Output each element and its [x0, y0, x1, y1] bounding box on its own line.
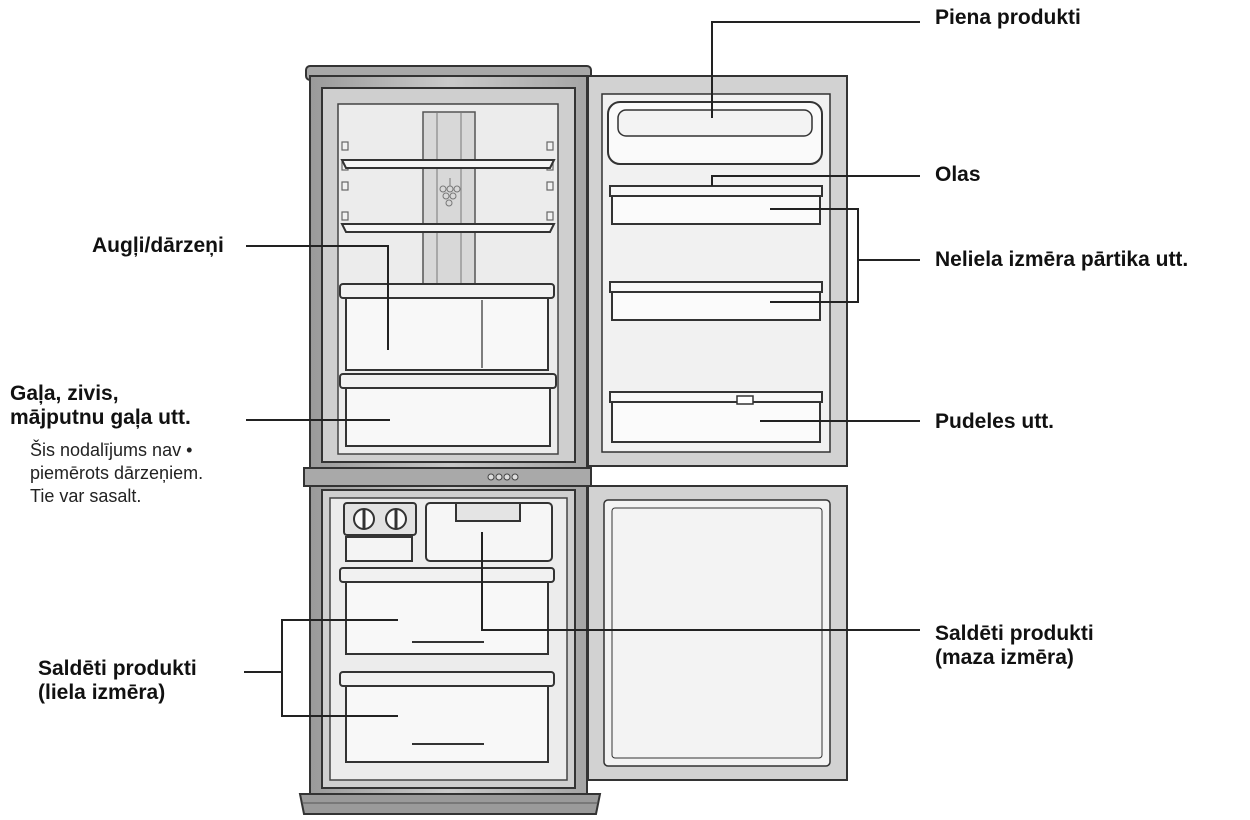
ice-maker — [343, 502, 417, 562]
label-bottles: Pudeles utt. — [935, 410, 1055, 433]
label-frozen-large-line1: Saldēti produkti — [38, 657, 197, 680]
door-bin-bottles — [609, 391, 823, 443]
control-panel-divider — [303, 467, 592, 487]
freezer-drawer-lower — [339, 671, 555, 763]
note-line3: Tie var sasalt. — [30, 486, 142, 506]
chilled-drawer — [339, 373, 557, 447]
label-meat-fish-line1: Gaļa, zivis, — [10, 382, 119, 405]
label-fruits-vegetables: Augļi/dārzeņi — [92, 234, 224, 257]
label-eggs: Olas — [935, 163, 981, 186]
fridge-shelf — [340, 159, 556, 169]
door-bin-small-items — [609, 281, 823, 321]
freezer-compartment — [321, 489, 576, 789]
fridge-shelf — [340, 223, 556, 233]
label-frozen-small-line2: (maza izmēra) — [935, 646, 1074, 669]
small-freezer-tray — [425, 502, 553, 562]
door-bin-dairy — [607, 101, 823, 165]
label-frozen-large-line2: (liela izmēra) — [38, 681, 166, 704]
vegetable-drawer — [339, 283, 555, 371]
note-line2: piemērots dārzeņiem. — [30, 463, 204, 483]
freezer-door — [587, 485, 848, 781]
fridge-compartment — [321, 87, 576, 463]
note-line1: Šis nodalījums nav • — [30, 440, 193, 460]
grape-icon — [439, 178, 461, 207]
label-dairy-products: Piena produkti — [935, 6, 1081, 29]
door-bin-eggs — [609, 185, 823, 225]
freezer-drawer-upper — [339, 567, 555, 655]
label-meat-fish-line2: mājputnu gaļa utt. — [10, 406, 191, 429]
label-frozen-small-line1: Saldēti produkti — [935, 622, 1094, 645]
leader-lines — [244, 21, 920, 717]
fridge-door — [587, 75, 848, 467]
label-small-food-items: Neliela izmēra pārtika utt. — [935, 248, 1189, 271]
